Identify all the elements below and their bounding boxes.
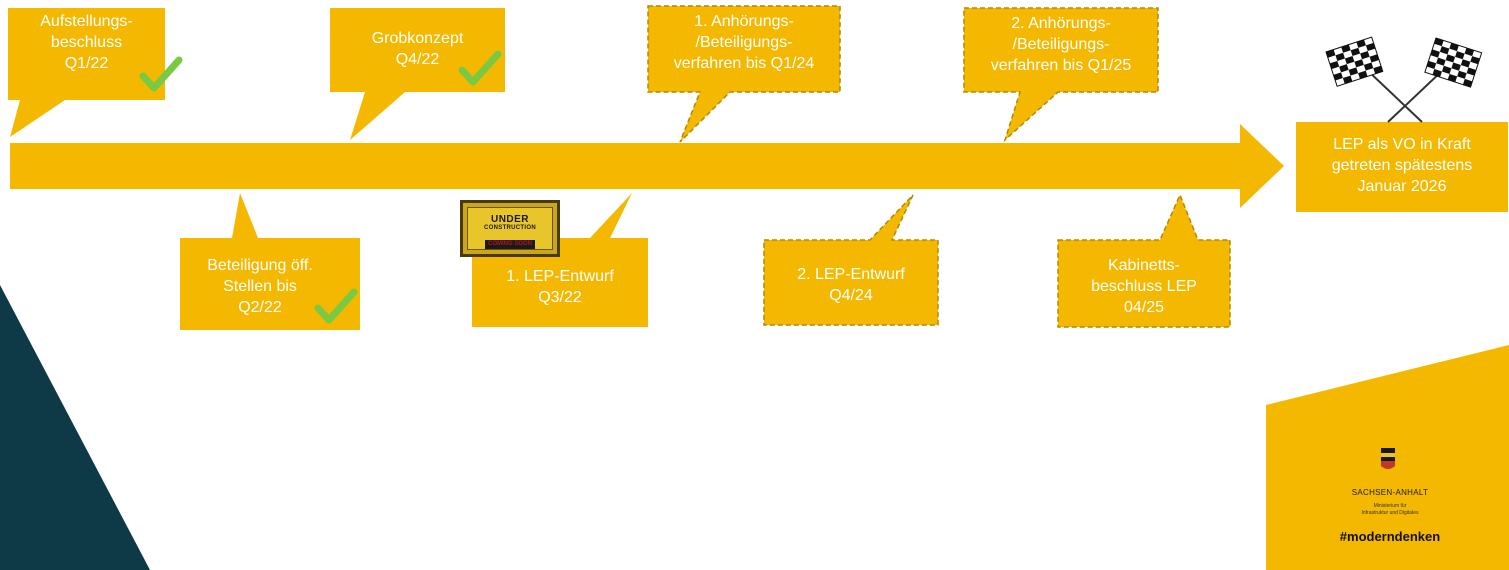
hashtag: #moderndenken — [1339, 529, 1441, 544]
callout-shape-top-4 — [963, 7, 1159, 143]
callout-shape-bottom-2 — [472, 193, 648, 327]
under-construction-panel: UNDER CONSTRUCTION COMING SOON — [467, 207, 553, 250]
coat-of-arms-icon — [1381, 448, 1395, 469]
callout-shape-bottom-4 — [1057, 193, 1231, 328]
milestone-top-1: Aufstellungs- beschluss Q1/22 — [40, 13, 133, 72]
state-name: SACHSEN-ANHALT — [1351, 488, 1429, 497]
timeline-arrow — [10, 124, 1284, 208]
goal-label: LEP als VO in Kraft getreten spätestens … — [1331, 136, 1473, 195]
dark-corner-shape — [0, 285, 150, 570]
uc-line-1: UNDER — [490, 214, 530, 225]
callout-shape-top-3 — [647, 5, 841, 143]
check-icon-3 — [314, 288, 358, 324]
under-construction-sign: UNDER CONSTRUCTION COMING SOON — [460, 200, 560, 257]
milestone-bottom-4: Kabinetts- beschluss LEP 04/25 — [1091, 257, 1197, 316]
milestone-top-4: 2. Anhörungs- /Beteiligungs- verfahren b… — [990, 15, 1132, 74]
milestone-bottom-3: 2. LEP-Entwurf Q4/24 — [797, 266, 905, 304]
milestone-bottom-1: Beteiligung öff. Stellen bis Q2/22 — [207, 257, 313, 316]
check-icon-1 — [139, 56, 183, 92]
uc-line-2: CONSTRUCTION — [484, 225, 536, 231]
milestone-top-3: 1. Anhörungs- /Beteiligungs- verfahren b… — [673, 13, 815, 72]
callout-shape-bottom-3 — [763, 194, 939, 326]
uc-line-3: COMING SOON — [484, 240, 535, 249]
checkered-flags-icon — [1325, 36, 1483, 123]
milestone-bottom-2: 1. LEP-Entwurf Q3/22 — [506, 268, 614, 306]
callout-shape-bottom-1 — [180, 193, 360, 330]
milestone-top-2: Grobkonzept Q4/22 — [371, 30, 464, 68]
goal-box — [1296, 122, 1508, 212]
ministry-name: Ministerium für Infrastruktur und Digita… — [1361, 503, 1419, 516]
check-icon-2 — [458, 50, 502, 86]
callout-shape-top-1 — [8, 8, 165, 137]
callout-shape-top-2 — [330, 8, 505, 140]
